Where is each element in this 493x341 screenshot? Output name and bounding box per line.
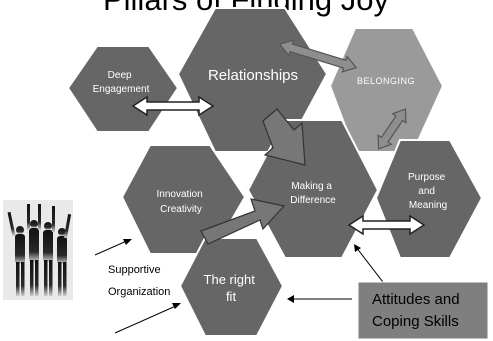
svg-text:Purpose and Meanin: Purpose and Meaning [408,172,448,211]
thin-arrow-to-innovation [94,239,132,256]
attitudes-line2: Coping Skills [372,313,459,330]
attitudes-line1: Attitudes and [372,291,460,308]
arrow-difference-purpose [347,214,426,236]
hex-purpose-and-meaning: Purpose and Meaning [374,139,484,259]
thin-arrow-to-rightfit [114,303,181,334]
hex-relationships-label: Relationships [208,67,298,84]
hex-purpose-line3: Meaning [409,200,447,211]
arrow-deep-engagement-relationships [131,95,215,117]
svg-text:Innovation Creativity: Innovation Creativity [157,189,206,215]
hex-right-fit-line2: fit [226,289,237,304]
hex-belonging-label: BELONGING [357,76,415,86]
hex-making-line1: Making a [291,181,332,192]
hex-purpose-line1: Purpose [408,172,446,183]
arrow-rightfit-to-difference [200,198,286,245]
thin-arrow-attitudes-to-difference [354,244,387,287]
label-supportive: Supportive [108,264,161,276]
hex-making-line2: Difference [290,195,336,206]
label-organization: Organization [108,286,170,298]
svg-text:Attitudes and Coping Ski: Attitudes and Coping Skills [372,291,464,330]
hex-deep-engagement-line1: Deep [108,70,132,81]
arrow-relationships-to-difference [262,108,306,166]
hex-the-right-fit: The right fit [178,237,285,337]
hex-innovation-line2: Creativity [160,204,202,215]
svg-text:Deep Engagement: Deep Engagement [93,70,150,95]
arrow-belonging-purpose [377,108,407,150]
hex-purpose-line2: and [418,186,435,197]
arrow-relationships-belonging [278,39,358,73]
hex-deep-engagement: Deep Engagement [66,45,180,133]
people-silhouette-image [3,200,73,300]
hex-innovation-line1: Innovation [157,189,203,200]
hex-right-fit-line1: The right [204,272,256,287]
svg-text:The right fit: The right fit [204,272,259,304]
hex-deep-engagement-line2: Engagement [93,84,150,95]
thin-arrow-attitudes-to-rightfit [287,295,352,303]
attitudes-coping-box: Attitudes and Coping Skills [357,281,489,340]
svg-text:Making a Difference: Making a Difference [290,181,336,206]
